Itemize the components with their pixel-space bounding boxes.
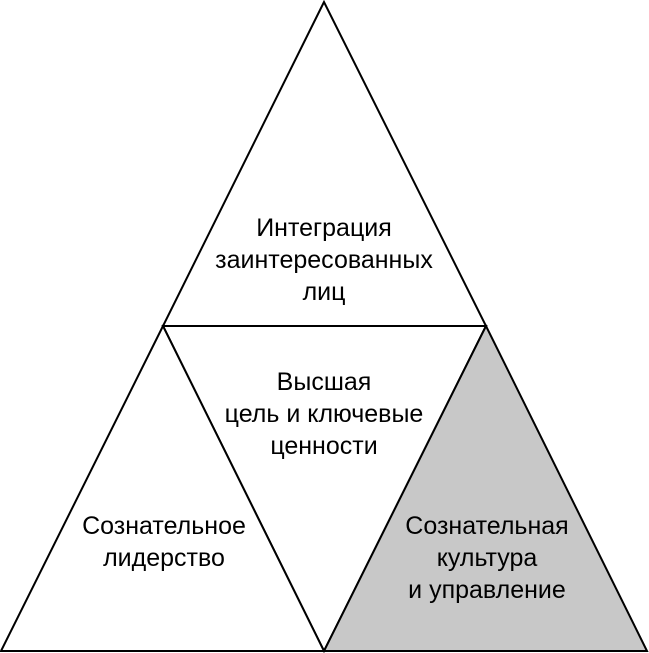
- top-label-line-2: заинтересованных: [215, 246, 433, 274]
- top-label-line-3: лиц: [302, 278, 346, 306]
- right-label-line-3: и управление: [408, 576, 566, 604]
- center-label-line-2: цель и ключевые: [224, 400, 424, 428]
- right-label-line-1: Сознательная: [405, 512, 569, 540]
- center-label-line-1: Высшая: [276, 368, 372, 396]
- left-label: Сознательное лидерство: [34, 510, 294, 574]
- top-label: Интеграция заинтересованных лиц: [174, 212, 474, 308]
- left-label-line-1: Сознательное: [82, 512, 246, 540]
- top-label-line-1: Интеграция: [256, 214, 392, 242]
- right-label: Сознательная культура и управление: [357, 510, 617, 606]
- right-label-line-2: культура: [436, 544, 538, 572]
- center-label: Высшая цель и ключевые ценности: [174, 366, 474, 462]
- center-label-line-3: ценности: [270, 432, 378, 460]
- right-triangle-highlighted: [322, 323, 649, 652]
- left-triangle: [0, 323, 326, 652]
- left-label-line-2: лидерство: [103, 544, 225, 572]
